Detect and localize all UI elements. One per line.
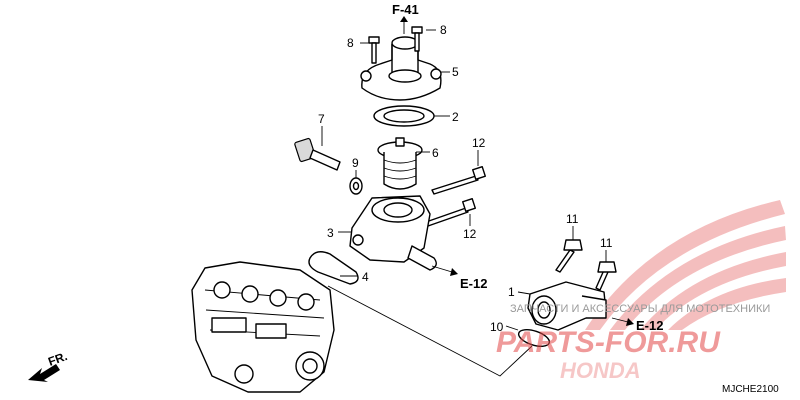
callout-3: 3 [327,226,334,240]
thermostat-housing [349,195,437,271]
callout-11-left: 11 [566,212,579,226]
bolt-11-left [555,239,583,273]
engine-block [191,261,335,393]
bolt-8-left [368,36,380,64]
watermark-site: PARTS-FOR.RU [496,326,721,359]
ref-arrow-top [400,16,408,34]
callout-8-right: 8 [440,23,447,37]
diagram-code: MJCHE2100 [722,384,779,395]
callout-12-lower: 12 [463,227,477,241]
o-ring [308,251,359,285]
ref-arrow-low [611,317,634,326]
callout-7: 7 [318,112,325,126]
water-joint [527,281,607,331]
leader-lines [321,29,607,377]
callout-9: 9 [352,156,359,170]
front-arrow [28,364,60,382]
callout-10: 10 [490,320,504,334]
callout-5: 5 [452,65,459,79]
bolt-8-right [411,26,423,52]
ref-arrow-mid [431,265,458,276]
seal-ring [373,105,435,127]
temperature-sensor [294,137,341,171]
callout-2: 2 [452,110,459,124]
ref-label-low: E-12 [636,318,663,333]
callout-4: 4 [362,270,369,284]
callout-6: 6 [432,146,439,160]
bolt-11-right [595,261,617,291]
bolt-12-upper [431,165,487,195]
o-ring-small [517,329,551,347]
sealing-washer [349,177,363,195]
watermark-logo-text: HONDA [560,358,641,383]
callout-1: 1 [508,285,515,299]
bolt-12-lower [425,197,477,227]
ref-label-mid: E-12 [460,276,487,291]
ref-label-top: F-41 [392,2,419,17]
thermostat-cover [360,36,442,101]
callout-12-upper: 12 [472,136,486,150]
callout-8-left: 8 [347,36,354,50]
thermostat [377,137,423,190]
watermark-caption: ЗАПЧАСТИ И АКСЕССУАРЫ ДЛЯ МОТОТЕХНИКИ [510,303,770,315]
front-marker-label: FR. [46,349,69,369]
callout-11-right: 11 [600,236,613,250]
